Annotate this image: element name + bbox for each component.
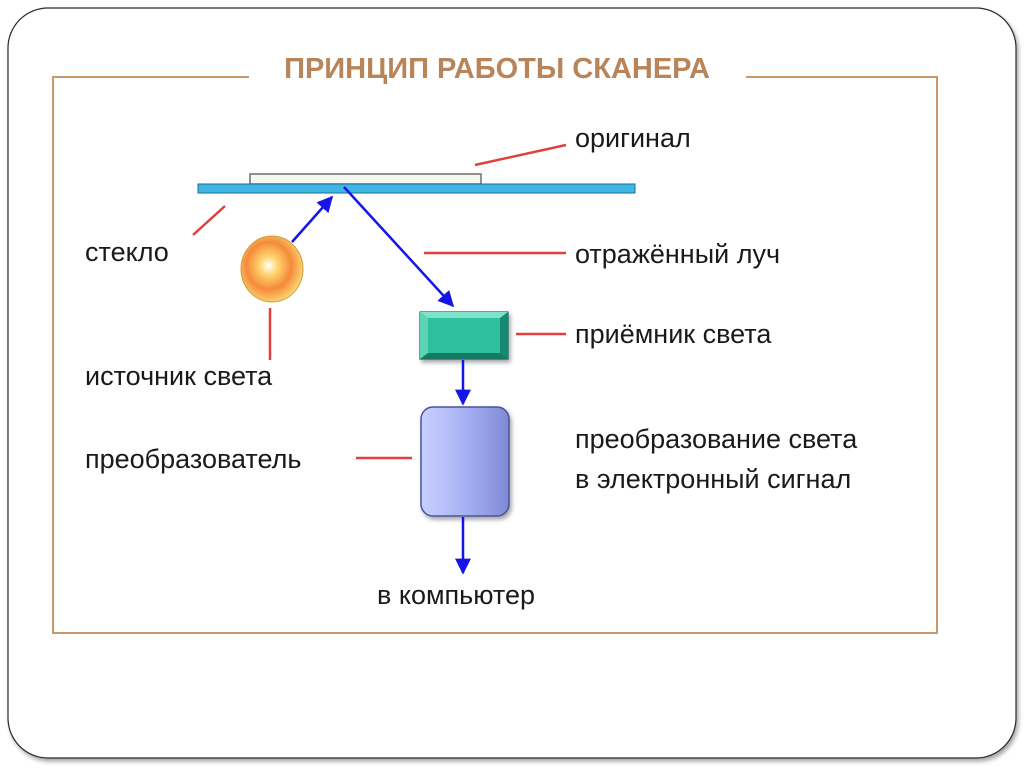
light-source-label: источник света [85,361,273,391]
original-document [249,173,482,185]
conversion-label-line1: преобразование света [575,424,858,454]
reflected-ray-arrow [343,186,455,308]
light-receiver [419,311,509,360]
incident-ray-arrow [291,195,334,243]
light-receiver-label: приёмник света [575,319,772,349]
converter-block [420,406,510,517]
glass-leader [192,205,226,236]
converter-label: преобразователь [85,444,301,474]
reflected-ray-label: отражённый луч [575,239,780,269]
glass-label: стекло [85,237,169,267]
slide-border [7,7,1017,759]
original-leader [474,143,567,167]
light-source-bulb [240,235,304,303]
conversion-label-line2: в электронный сигнал [575,464,851,494]
page-title: ПРИНЦИП РАБОТЫ СКАНЕРА [284,53,710,85]
original-label: оригинал [575,123,691,153]
diagram-frame [52,76,938,634]
to-computer-label: в компьютер [377,580,535,610]
glass-plate [197,183,636,194]
